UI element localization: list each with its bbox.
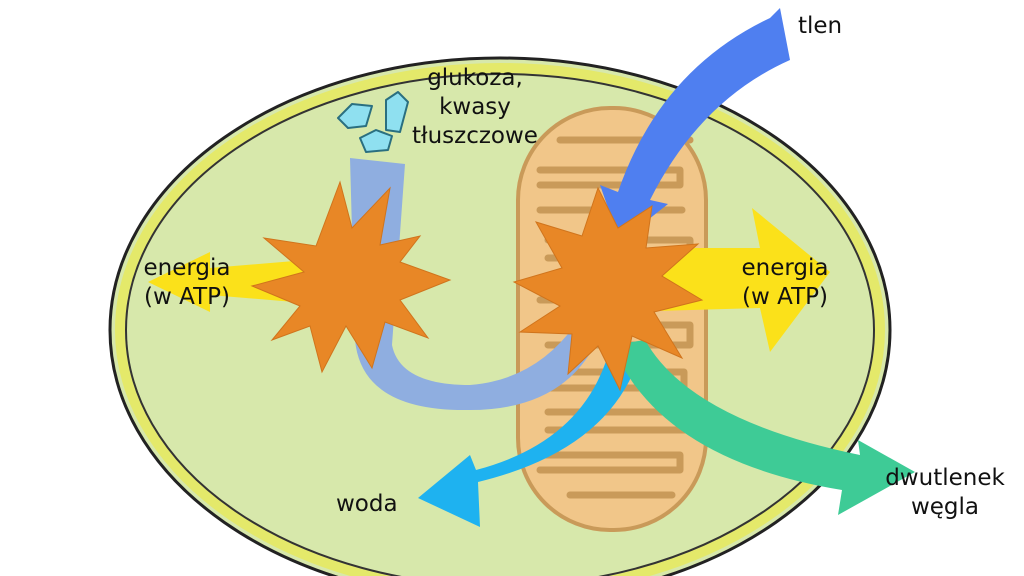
cell-inner-border (115, 63, 885, 576)
glucose-crystals (337, 91, 409, 153)
co2-line-1: dwutlenek (885, 465, 1005, 491)
energy-left-line-2: (w ATP) (144, 284, 230, 310)
co2-line-2: węgla (910, 494, 980, 520)
energy-right-line-2: (w ATP) (742, 284, 828, 310)
oxygen-label: tlen (798, 12, 842, 41)
cell-inner-outline (125, 73, 875, 576)
energy-left-line-1: energia (143, 255, 231, 281)
energy-right-label: energia (w ATP) (720, 254, 850, 312)
nutrients-line-2: kwasy (439, 94, 511, 120)
oxygen-arrow (600, 8, 790, 242)
nutrients-line-3: tłuszczowe (412, 123, 538, 149)
nutrients-line-1: glukoza, (427, 65, 523, 91)
energy-arrow-right (620, 208, 830, 352)
water-text: woda (336, 491, 398, 517)
water-label: woda (336, 490, 398, 519)
oxygen-text: tlen (798, 13, 843, 39)
energy-right-line-1: energia (741, 255, 829, 281)
energy-left-label: energia (w ATP) (122, 254, 252, 312)
water-arrow (418, 340, 640, 527)
co2-label: dwutlenek węgla (870, 464, 1020, 522)
burst-cytoplasm (250, 180, 452, 374)
nutrient-arrow (350, 158, 595, 411)
nutrients-label: glukoza, kwasy tłuszczowe (390, 64, 560, 151)
co2-arrow (612, 340, 915, 515)
burst-mitochondrion (512, 186, 704, 392)
